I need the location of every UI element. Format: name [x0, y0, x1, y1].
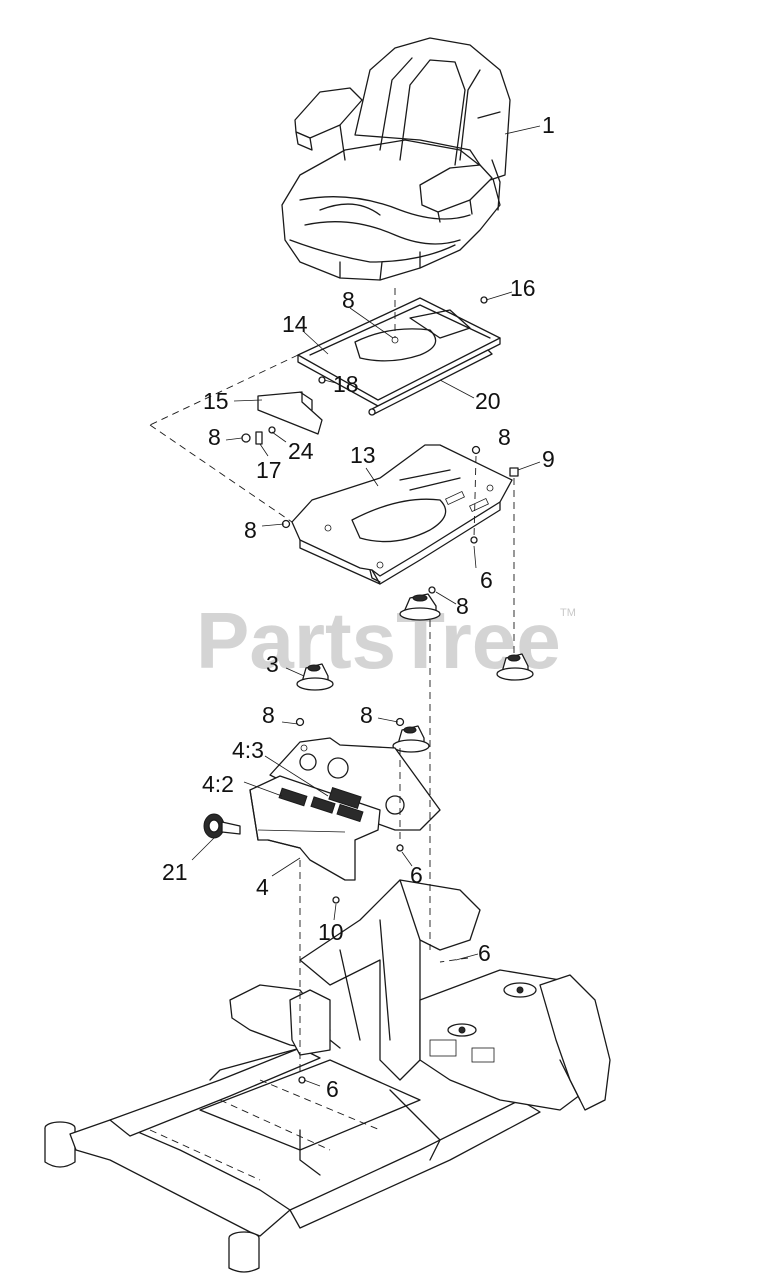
- callout-15: 15: [203, 388, 229, 414]
- callout-1: 1: [542, 112, 555, 138]
- decal-panel-4[interactable]: [249, 775, 381, 881]
- callout-18: 18: [333, 371, 359, 397]
- callout-labels: 1 16 8 14 15 18 20 8 24 17 8 13 9 8 6 8 …: [162, 112, 555, 1102]
- screw-10[interactable]: [332, 896, 340, 904]
- isolator-mount-upper[interactable]: [399, 586, 441, 621]
- callout-4-3: 4:3: [232, 737, 264, 763]
- seat-rod-20[interactable]: [368, 349, 493, 416]
- callout-17: 17: [256, 457, 282, 483]
- callout-6: 6: [410, 862, 423, 888]
- isolator-mount-right[interactable]: [496, 653, 534, 681]
- seat-pan-14[interactable]: [297, 297, 501, 407]
- callout-8: 8: [498, 424, 511, 450]
- callout-4-2: 4:2: [202, 771, 234, 797]
- callout-4: 4: [256, 874, 269, 900]
- callout-9: 9: [542, 446, 555, 472]
- isolator-mount-lower[interactable]: [295, 717, 430, 753]
- screw-6-lower[interactable]: [396, 844, 404, 852]
- bracket-15[interactable]: [257, 391, 323, 435]
- callout-20: 20: [475, 388, 501, 414]
- callout-3: 3: [266, 651, 279, 677]
- leader-lines: [191, 125, 541, 1087]
- callout-8: 8: [244, 517, 257, 543]
- callout-6: 6: [480, 567, 493, 593]
- watermark-trademark: TM: [560, 607, 576, 619]
- seat-assembly[interactable]: [281, 37, 511, 281]
- mower-frame[interactable]: [44, 879, 611, 1273]
- callout-8: 8: [360, 702, 373, 728]
- callout-8: 8: [208, 424, 221, 450]
- callout-16: 16: [510, 275, 536, 301]
- callout-10: 10: [318, 919, 344, 945]
- callout-21: 21: [162, 859, 188, 885]
- callout-13: 13: [350, 442, 376, 468]
- callout-6: 6: [326, 1076, 339, 1102]
- assembly-guide-lines: [149, 288, 515, 1075]
- callout-24: 24: [288, 438, 314, 464]
- callout-8: 8: [456, 593, 469, 619]
- isolator-mount-left[interactable]: [296, 663, 334, 691]
- knob-21[interactable]: [203, 813, 241, 839]
- callout-8: 8: [262, 702, 275, 728]
- callout-14: 14: [282, 311, 308, 337]
- callout-8: 8: [342, 287, 355, 313]
- hardware-plate-fasteners[interactable]: [281, 445, 519, 544]
- seat-mount-plate-13[interactable]: [291, 444, 513, 585]
- callout-6: 6: [478, 940, 491, 966]
